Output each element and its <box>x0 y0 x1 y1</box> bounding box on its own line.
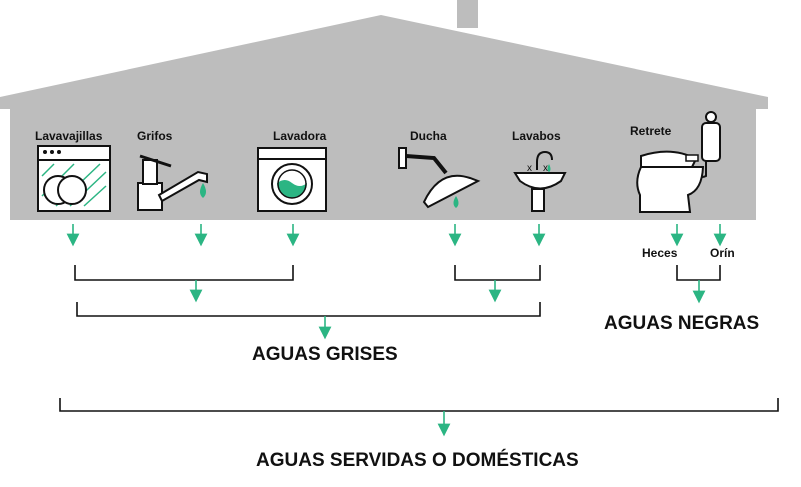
sink-icon: x x <box>513 150 567 212</box>
label-domestic-wastewater: AGUAS SERVIDAS O DOMÉSTICAS <box>256 450 579 471</box>
bracket-bathroom <box>454 265 541 281</box>
label-toilet: Retrete <box>630 124 672 138</box>
bracket-kitchen <box>74 265 294 281</box>
label-dishwasher: Lavavajillas <box>35 129 103 143</box>
label-black-water: AGUAS NEGRAS <box>604 313 760 334</box>
house-silhouette <box>0 0 768 220</box>
bracket-grey <box>76 302 541 317</box>
faucet-icon <box>137 154 208 211</box>
svg-text:x: x <box>527 163 532 174</box>
toilet-icon <box>636 111 721 213</box>
svg-text:x: x <box>543 163 548 174</box>
brackets <box>59 265 779 412</box>
chimney <box>457 0 478 28</box>
label-shower: Ducha <box>410 129 447 143</box>
dishwasher-icon <box>37 145 111 212</box>
label-grey-water: AGUAS GRISES <box>252 344 398 365</box>
shower-icon <box>398 147 481 209</box>
label-feces: Heces <box>642 246 678 260</box>
label-urine: Orín <box>710 246 735 260</box>
fixture-arrows <box>66 224 727 247</box>
label-faucet: Grifos <box>137 129 173 143</box>
washing-machine-icon <box>257 147 327 212</box>
house-body <box>0 15 768 220</box>
bracket-arrows <box>189 280 706 437</box>
label-washing-machine: Lavadora <box>273 129 327 143</box>
bracket-total <box>59 398 779 412</box>
label-sinks: Lavabos <box>512 129 561 143</box>
bracket-black <box>676 265 721 281</box>
